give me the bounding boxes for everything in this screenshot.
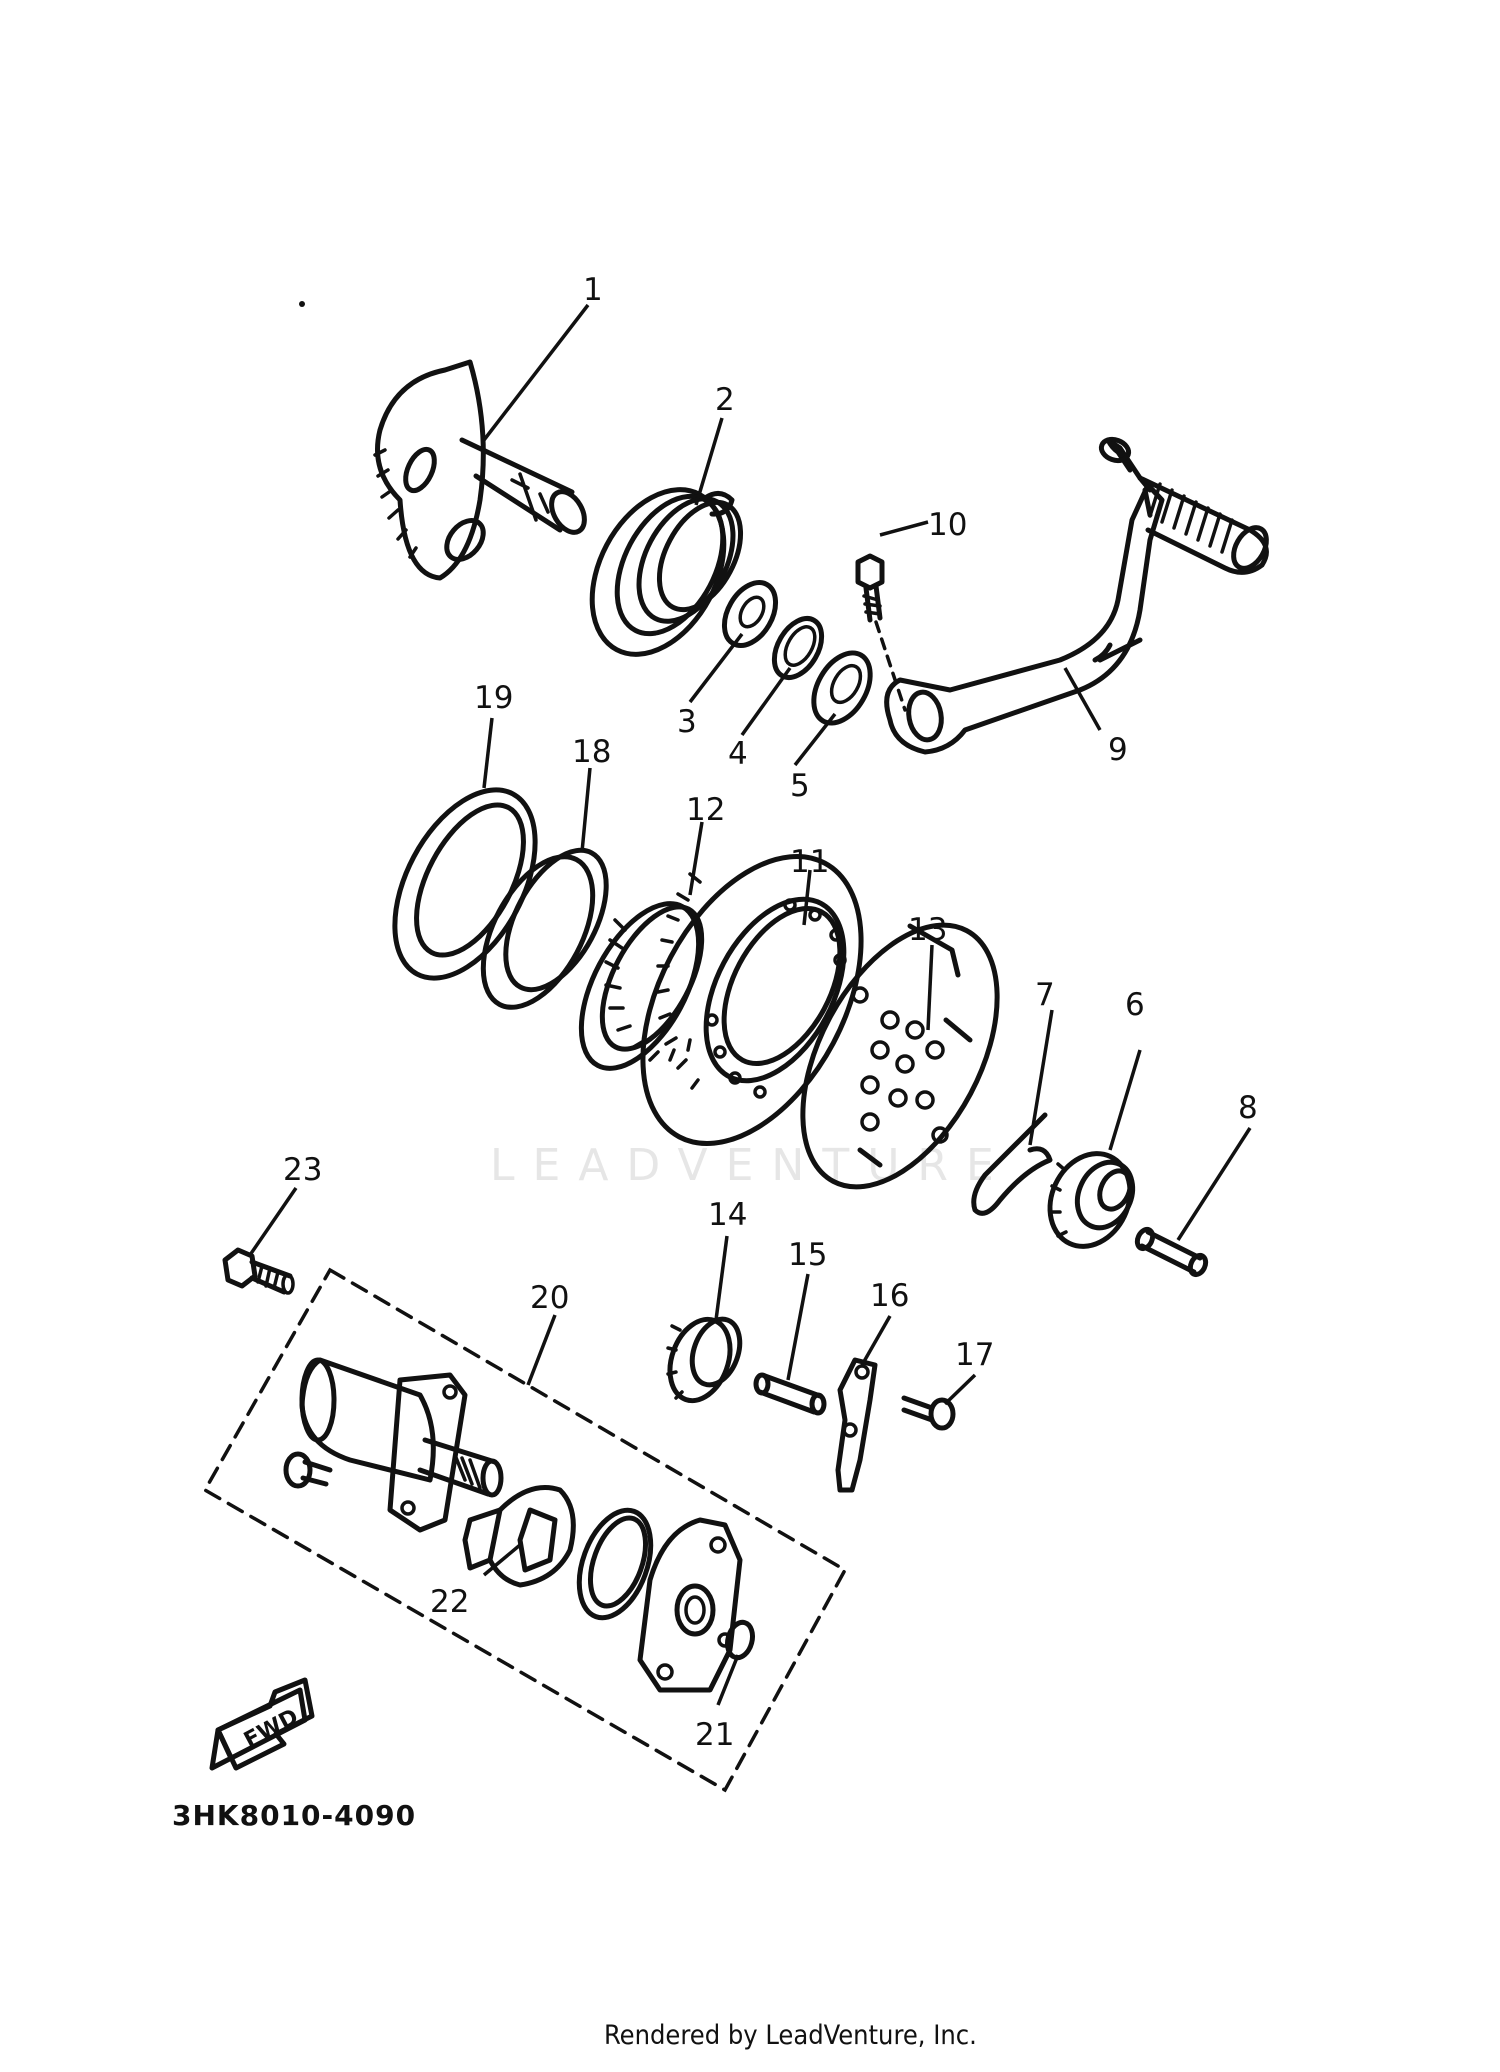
- part-stopper-plate: [835, 1357, 878, 1493]
- part-pinch-bolt: [855, 553, 907, 712]
- callout-13: 13: [908, 912, 947, 948]
- callout-16: 16: [870, 1278, 909, 1314]
- part-circlip-inner: [783, 625, 817, 667]
- callout-6: 6: [1125, 987, 1145, 1023]
- part-pinion-gear: [1047, 1151, 1136, 1249]
- callout-labels: 1 2 3 4 5 6 7 8 9 10 11 12 13 14 15 16 1…: [283, 272, 1258, 1753]
- part-kick-axle: [373, 359, 587, 581]
- callout-20: 20: [530, 1280, 569, 1316]
- diagram-code: 3HK8010-4090: [172, 1799, 416, 1832]
- part-oil-seal-inner: [829, 663, 863, 705]
- starter-motor-group-outline: [202, 1267, 848, 1793]
- callout-12: 12: [686, 792, 725, 828]
- part-screw: [901, 1395, 956, 1431]
- fwd-label: FWD: [240, 1704, 303, 1753]
- part-o-ring-large-inner: [588, 1515, 648, 1609]
- part-starter-sleeve: [462, 1485, 576, 1588]
- fwd-arrow-icon: FWD: [209, 1677, 315, 1771]
- callout-19: 19: [474, 680, 513, 716]
- callout-14: 14: [708, 1197, 747, 1233]
- callout-5: 5: [790, 768, 810, 804]
- callout-9: 9: [1108, 732, 1128, 768]
- callout-3: 3: [677, 704, 697, 740]
- render-credit: Rendered by LeadVenture, Inc.: [604, 2020, 977, 2051]
- leader-lines: [248, 303, 1252, 1706]
- callout-1: 1: [583, 272, 603, 308]
- part-idle-shaft: [753, 1372, 827, 1416]
- part-kick-crank: [884, 436, 1269, 755]
- callout-11: 11: [790, 844, 829, 880]
- part-washer: [721, 580, 779, 648]
- callout-22: 22: [430, 1584, 469, 1620]
- stray-dot: [299, 301, 305, 307]
- callout-8: 8: [1238, 1090, 1258, 1126]
- callout-23: 23: [283, 1152, 322, 1188]
- part-circlip: [771, 616, 825, 680]
- part-oil-seal: [811, 650, 873, 726]
- part-collar-rim: [503, 847, 609, 993]
- part-washer-hole: [738, 595, 766, 629]
- part-pin: [1134, 1226, 1209, 1278]
- part-mounting-bolt: [222, 1247, 295, 1295]
- part-torsion-spring: [589, 487, 744, 657]
- callout-2: 2: [715, 382, 735, 418]
- part-idle-gear: [666, 1316, 743, 1404]
- part-small-bolt: [283, 1451, 333, 1489]
- part-o-ring-small: [725, 1619, 755, 1661]
- callout-10: 10: [928, 507, 967, 543]
- callout-15: 15: [788, 1237, 827, 1273]
- part-collar: [480, 854, 596, 1010]
- part-needle-bearing: [578, 901, 705, 1071]
- part-starter-motor: [299, 1357, 504, 1533]
- part-clip: [971, 1112, 1053, 1216]
- callout-4: 4: [728, 736, 748, 772]
- callout-7: 7: [1035, 977, 1055, 1013]
- part-o-ring-large: [576, 1507, 654, 1621]
- callout-17: 17: [955, 1337, 994, 1373]
- part-starter-wheel-gear: [640, 853, 864, 1147]
- part-gear-housing: [637, 1517, 743, 1693]
- callout-21: 21: [695, 1717, 734, 1753]
- callout-18: 18: [572, 734, 611, 770]
- part-clutch-plate: [800, 922, 1000, 1190]
